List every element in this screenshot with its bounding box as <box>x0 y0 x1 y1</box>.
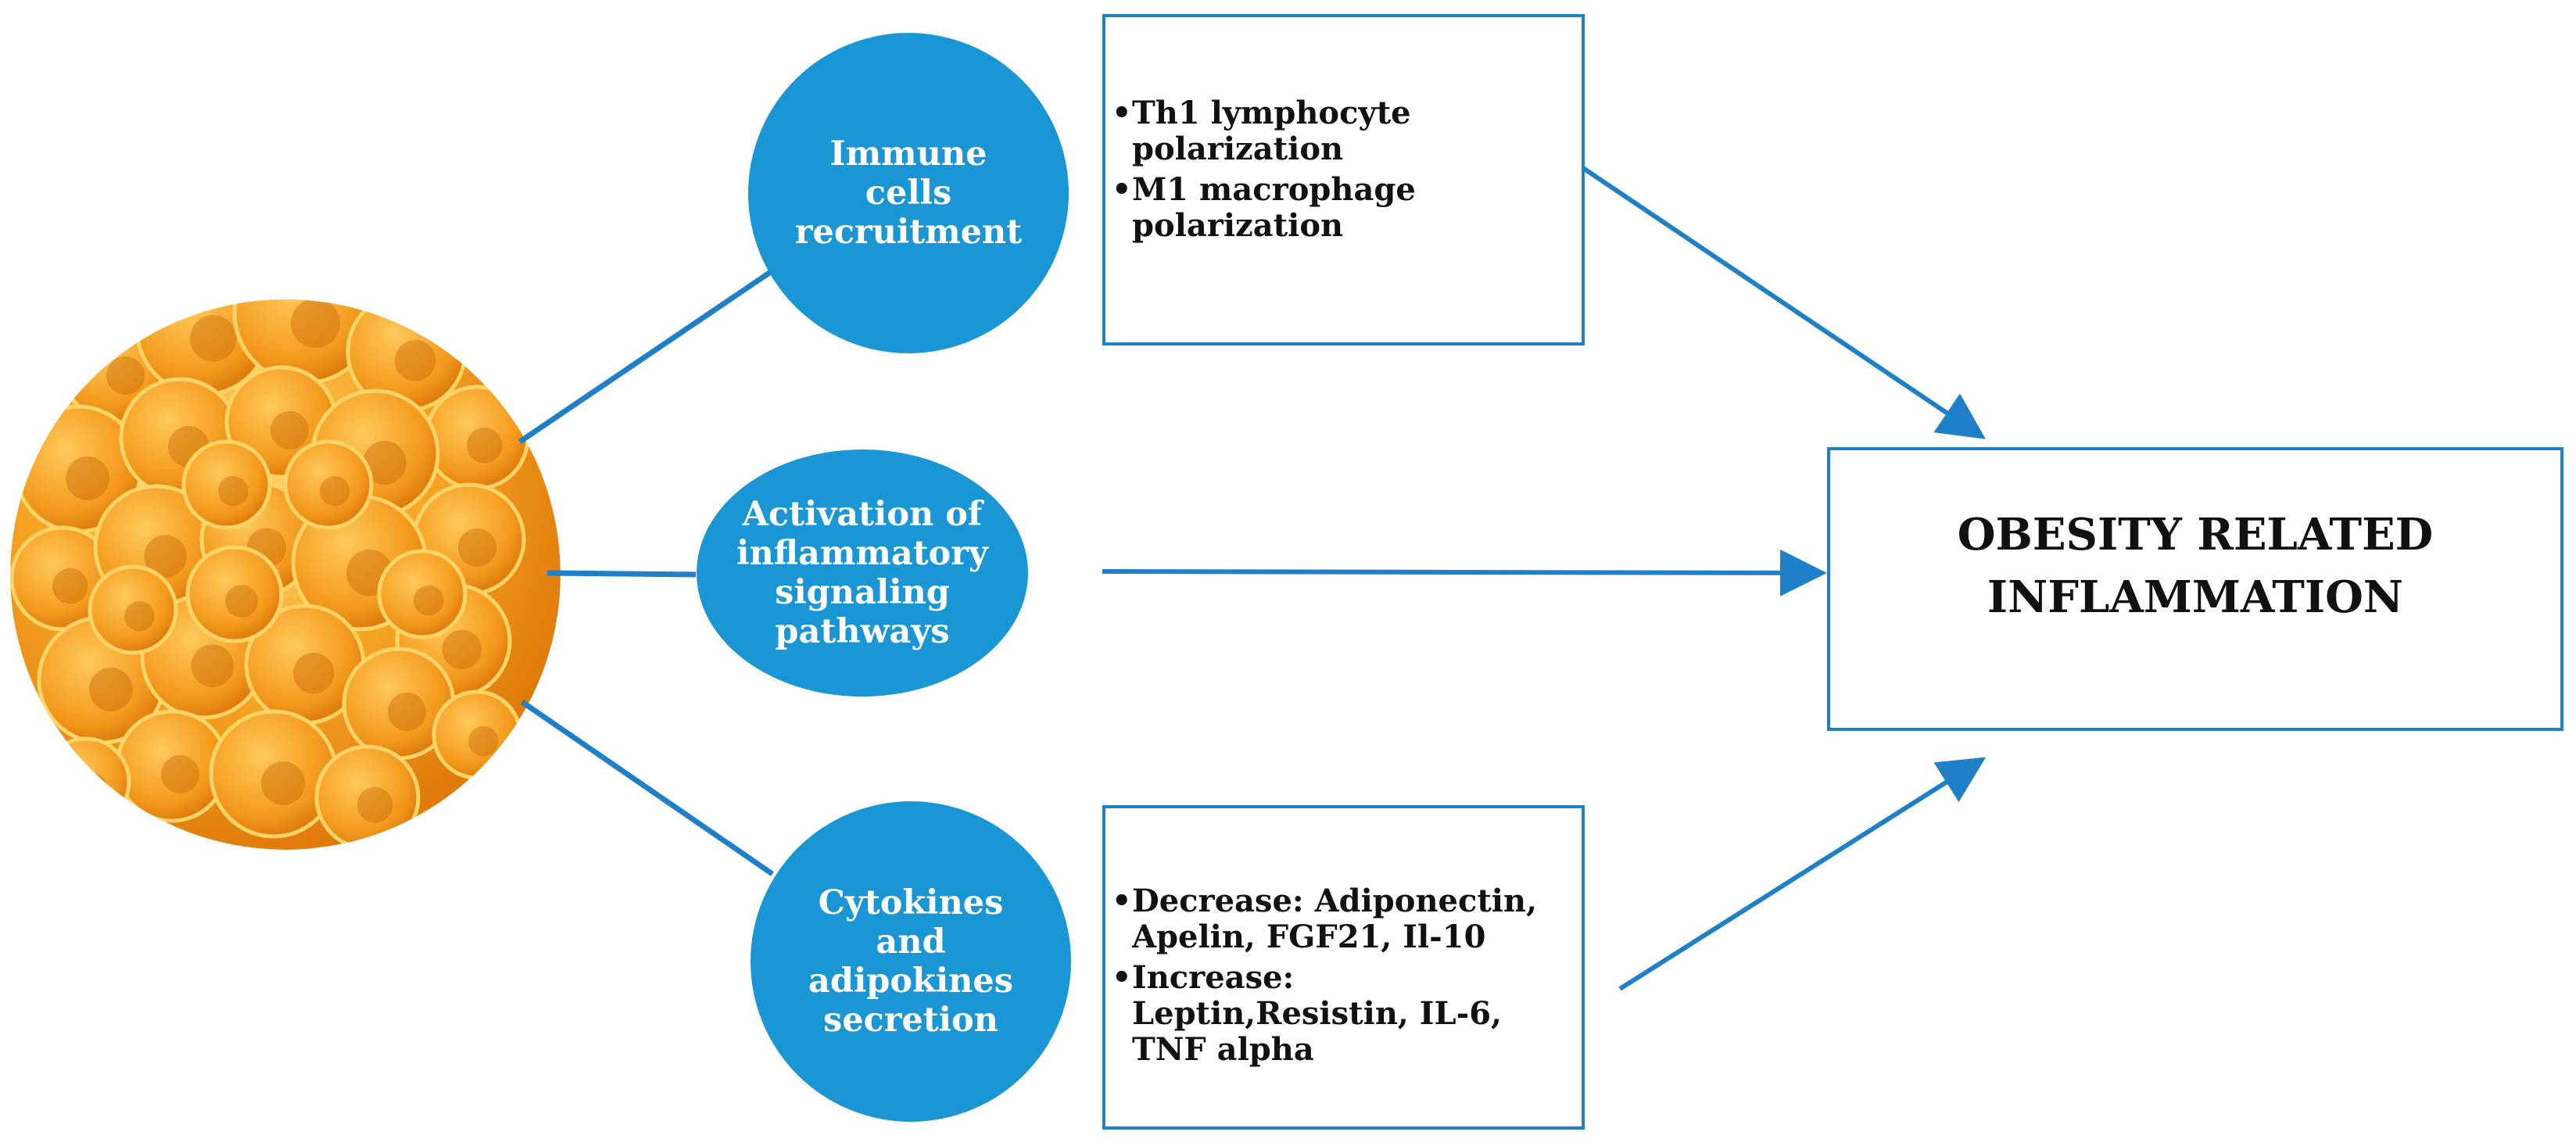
node-cytokines-line: Cytokines <box>818 883 1004 922</box>
arrow-immune-to-outcome <box>1582 166 1986 439</box>
outcome-title: OBESITY RELATED INFLAMMATION <box>1831 503 2560 629</box>
fat-cell-nucleus <box>291 299 340 348</box>
cytokine-effect-item: Decrease: Adiponectin, Apelin, FGF21, Il… <box>1112 883 1574 955</box>
fat-cell-nucleus <box>190 315 237 362</box>
node-cytokines-line: secretion <box>823 1001 998 1040</box>
fat-cell-nucleus <box>388 693 426 731</box>
outcome-box <box>1827 447 2563 731</box>
arrow-cytokines-to-outcome <box>1618 757 1987 991</box>
fat-cell-nucleus <box>124 601 155 632</box>
fat-cell-nucleus <box>468 726 499 757</box>
node-immune-line: Immune <box>829 134 987 174</box>
immune-effect-item: Th1 lymphocyte polarization <box>1112 95 1574 167</box>
node-activation-line: signaling <box>775 573 950 612</box>
immune-effect-item: M1 macrophage polarization <box>1112 172 1574 244</box>
node-immune-line: recruitment <box>794 213 1023 252</box>
fat-cell-nucleus <box>161 755 199 793</box>
fat-cell <box>41 736 131 827</box>
fat-cell <box>377 549 468 639</box>
fat-cell-nucleus <box>270 411 309 449</box>
connector-to-immune <box>518 267 776 444</box>
fat-cell-nucleus <box>52 568 88 604</box>
immune-effects-box: Th1 lymphocyte polarization M1 macrophag… <box>1102 14 1585 346</box>
arrow-activation-to-outcome <box>1102 549 1827 596</box>
node-cytokines-line: adipokines <box>808 962 1013 1001</box>
fat-cell-nucleus <box>363 441 407 485</box>
cytokine-effects-box: Decrease: Adiponectin, Apelin, FGF21, Il… <box>1102 805 1585 1130</box>
fat-cell-nucleus <box>106 356 145 395</box>
outcome-line: INFLAMMATION <box>1987 571 2404 623</box>
fat-cell-nucleus <box>320 476 350 507</box>
fat-cell-nucleus <box>261 761 305 805</box>
fat-cell-nucleus <box>414 586 444 616</box>
cytokine-effect-item: Increase: Leptin,Resistin, IL-6, TNF alp… <box>1112 960 1574 1068</box>
fat-cell-nucleus <box>458 528 496 567</box>
node-activation-line: Activation of <box>742 495 983 534</box>
outcome-line: OBESITY RELATED <box>1957 509 2434 560</box>
node-immune-circle <box>748 33 1069 353</box>
fat-cell-nucleus <box>357 787 393 823</box>
fat-cell-nucleus <box>144 535 187 578</box>
node-activation-ellipse <box>697 449 1028 697</box>
fat-cell-nucleus <box>293 653 335 694</box>
node-activation-line: inflammatory <box>736 534 988 573</box>
fat-cell-nucleus <box>225 585 258 618</box>
fat-cell <box>88 564 178 655</box>
connector-to-activation <box>546 570 697 578</box>
fat-cell <box>181 439 272 530</box>
connector-to-cytokines <box>521 700 774 876</box>
fat-cell-nucleus <box>218 476 249 507</box>
node-cytokines-circle <box>751 801 1071 1122</box>
fat-cell-nucleus <box>191 644 234 687</box>
fat-cell-nucleus <box>89 668 133 711</box>
fat-cell-nucleus <box>77 773 108 804</box>
fat-cell-nucleus <box>66 457 109 500</box>
adipose-cells-image <box>10 299 561 850</box>
fat-cell-nucleus <box>442 629 482 669</box>
fat-cell <box>283 439 374 530</box>
node-activation-label: Activation of inflammatory signaling pat… <box>698 461 1026 685</box>
node-immune-line: cells <box>865 174 952 213</box>
node-cytokines-label: Cytokines and adipokines secretion <box>754 836 1067 1087</box>
fat-cell <box>185 545 284 643</box>
fat-cell-nucleus <box>467 428 503 464</box>
node-immune-label: Immune cells recruitment <box>752 70 1065 316</box>
node-cytokines-line: and <box>876 922 946 962</box>
fat-cell-nucleus <box>395 340 436 381</box>
node-activation-line: pathways <box>775 612 950 651</box>
